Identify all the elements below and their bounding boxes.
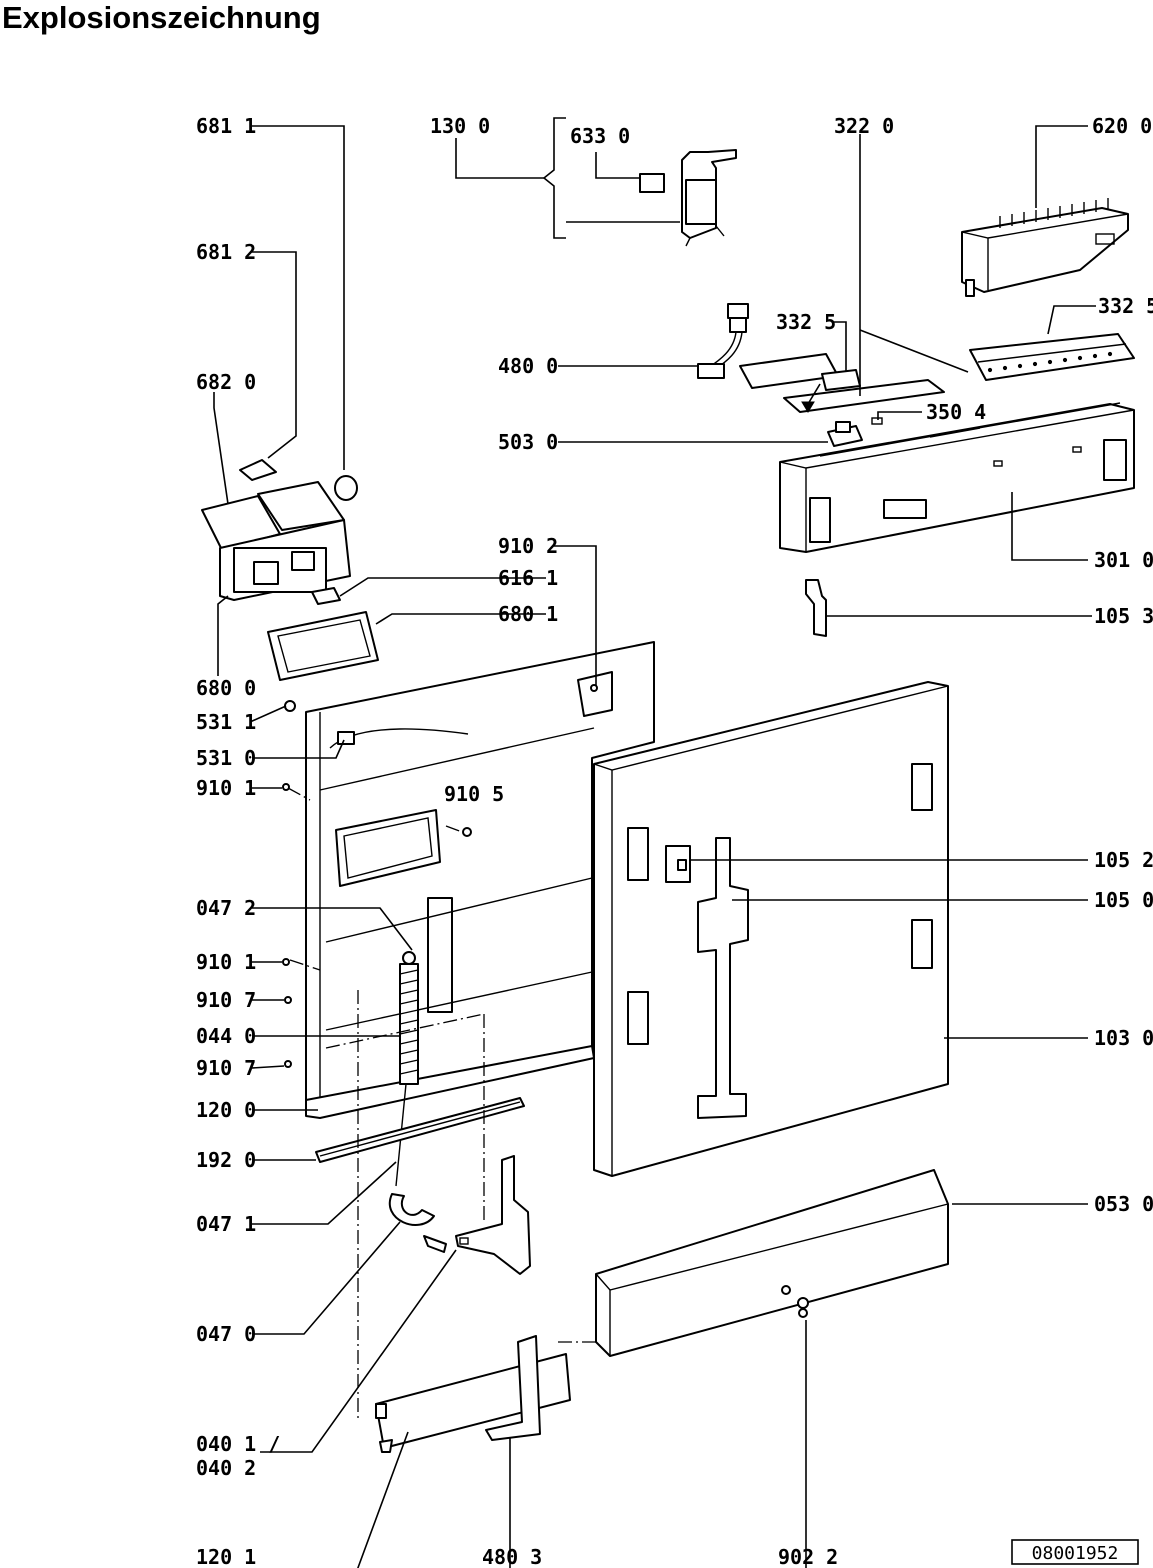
callout-047-1: 047 1 [196,1212,256,1236]
callout-332-5-b: 332 5 [1098,294,1153,318]
callout-105-3: 105 3 [1094,604,1153,628]
callout-910-7-b: 910 7 [196,1056,256,1080]
screws [282,684,598,1068]
part-electronic-module [961,198,1129,297]
page-title: Explosionszeichnung [2,0,321,35]
callout-620-0: 620 0 [1092,114,1152,138]
callout-531-0: 531 0 [196,746,256,770]
callout-480-3: 480 3 [482,1545,542,1568]
callout-681-2: 681 2 [196,240,256,264]
leader-lines [213,117,1096,1568]
part-dispenser-seal [267,611,379,681]
drawing-number: 08001952 [1032,1543,1119,1564]
part-bracket-upper [805,579,827,637]
callout-681-1: 681 1 [196,114,256,138]
callout-105-2: 105 2 [1094,848,1153,872]
callout-503-0: 503 0 [498,430,558,454]
part-outer-door [593,681,949,1177]
callout-040-2: 040 2 [196,1456,256,1480]
callout-120-0: 120 0 [196,1098,256,1122]
callout-103-0: 103 0 [1094,1026,1153,1050]
part-door-spring [388,951,447,1253]
callout-105-0: 105 0 [1094,888,1153,912]
callout-120-1: 120 1 [196,1545,256,1568]
part-display-strip [969,333,1135,381]
part-bottom-rail [315,1097,525,1163]
callout-910-2: 910 2 [498,534,558,558]
part-hinge-bracket [455,1155,531,1275]
callout-910-7-a: 910 7 [196,988,256,1012]
part-control-panel [779,402,1135,553]
callout-531-1: 531 1 [196,710,256,734]
callout-633-0: 633 0 [570,124,630,148]
part-brand-plate [739,353,945,413]
part-lower-panel [375,1335,571,1453]
callout-labels: 681 1 130 0 633 0 322 0 620 0 681 2 332 … [196,114,1153,1568]
callout-332-5-a: 332 5 [776,310,836,334]
callout-301-0: 301 0 [1094,548,1153,572]
callout-680-0: 680 0 [196,676,256,700]
assembly-lines [287,787,598,1418]
part-detergent-dispenser [201,459,358,605]
callout-192-0: 192 0 [196,1148,256,1172]
part-switch [827,417,883,447]
callout-040-1: 040 1 / [196,1432,280,1456]
callout-680-1: 680 1 [498,602,558,626]
callout-910-5: 910 5 [444,782,504,806]
callout-480-0: 480 0 [498,354,558,378]
callout-053-0: 053 0 [1094,1192,1153,1216]
part-kick-plate [595,1169,949,1357]
callout-047-2: 047 2 [196,896,256,920]
callout-902-2: 902 2 [778,1545,838,1568]
callout-682-0: 682 0 [196,370,256,394]
part-inner-door [305,641,655,1119]
callout-130-0: 130 0 [430,114,490,138]
part-cable-harness [697,303,749,379]
part-door-lock [639,149,737,247]
callout-322-0: 322 0 [834,114,894,138]
callout-910-1-a: 910 1 [196,776,256,800]
callout-910-1-b: 910 1 [196,950,256,974]
drawing-number-box: 08001952 [1011,1539,1139,1565]
callout-047-0: 047 0 [196,1322,256,1346]
callout-044-0: 044 0 [196,1024,256,1048]
callout-616-1: 616 1 [498,566,558,590]
callout-350-4: 350 4 [926,400,986,424]
